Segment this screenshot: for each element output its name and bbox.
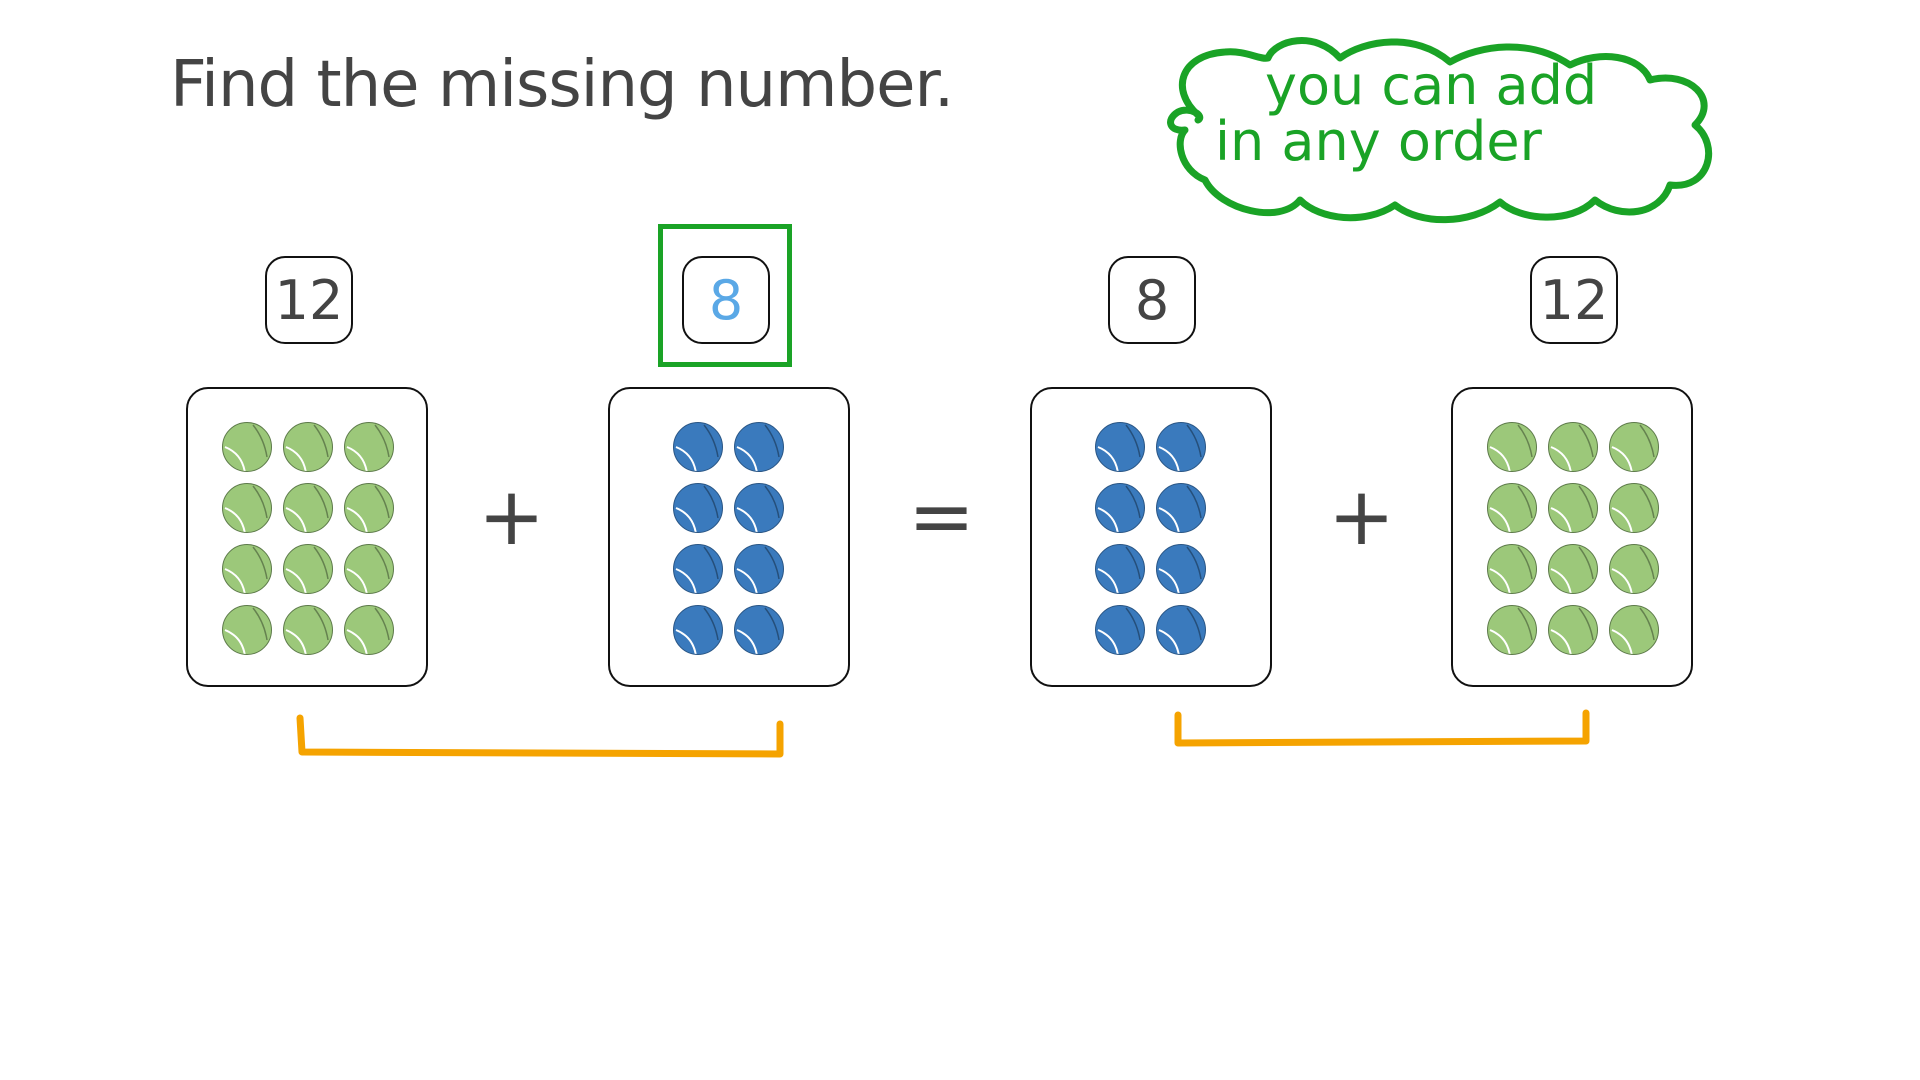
tennis-ball-icon (1609, 605, 1659, 655)
hint-line-2: in any order (1215, 110, 1542, 173)
tennis-ball-icon (1609, 544, 1659, 594)
tennis-ball-icon (344, 605, 394, 655)
tennis-ball-icon (734, 544, 784, 594)
term-4-label: 12 (1539, 268, 1609, 332)
tennis-ball-icon (283, 544, 333, 594)
tennis-ball-icon (673, 544, 723, 594)
tennis-ball-icon (283, 605, 333, 655)
tennis-ball-icon (734, 483, 784, 533)
hint-cloud: you can add in any order (1150, 20, 1720, 230)
tennis-ball-icon (283, 422, 333, 472)
term-1-label: 12 (274, 268, 344, 332)
ball-grid (1487, 422, 1659, 655)
plus-sign-2: + (1328, 470, 1396, 563)
term-4-card (1451, 387, 1693, 687)
tennis-ball-icon (344, 544, 394, 594)
tennis-ball-icon (1487, 422, 1537, 472)
equals-sign: = (908, 470, 976, 563)
tennis-ball-icon (283, 483, 333, 533)
tennis-ball-icon (1609, 483, 1659, 533)
tennis-ball-icon (1095, 544, 1145, 594)
tennis-ball-icon (1548, 422, 1598, 472)
cloud-outline-icon (1167, 37, 1713, 224)
term-3-number-box: 8 (1108, 256, 1196, 344)
page-title: Find the missing number. (170, 48, 954, 122)
term-4-number-box: 12 (1530, 256, 1618, 344)
tennis-ball-icon (344, 483, 394, 533)
term-2-card (608, 387, 850, 687)
hint-line-1: you can add (1265, 54, 1598, 117)
tennis-ball-icon (1095, 422, 1145, 472)
ball-grid (222, 422, 394, 655)
tennis-ball-icon (1548, 605, 1598, 655)
tennis-ball-icon (1156, 605, 1206, 655)
term-1-number-box: 12 (265, 256, 353, 344)
tennis-ball-icon (222, 422, 272, 472)
ball-grid (1095, 422, 1206, 655)
tennis-ball-icon (344, 422, 394, 472)
tennis-ball-icon (734, 605, 784, 655)
tennis-ball-icon (1156, 483, 1206, 533)
tennis-ball-icon (1487, 544, 1537, 594)
tennis-ball-icon (1156, 422, 1206, 472)
tennis-ball-icon (673, 422, 723, 472)
plus-sign-1: + (478, 470, 546, 563)
term-3-label: 8 (1134, 268, 1170, 332)
tennis-ball-icon (1156, 544, 1206, 594)
tennis-ball-icon (1487, 483, 1537, 533)
tennis-ball-icon (673, 483, 723, 533)
tennis-ball-icon (734, 422, 784, 472)
tennis-ball-icon (1548, 483, 1598, 533)
right-sum-bracket (1174, 709, 1590, 747)
term-1-card (186, 387, 428, 687)
tennis-ball-icon (1095, 605, 1145, 655)
tennis-ball-icon (1487, 605, 1537, 655)
term-3-card (1030, 387, 1272, 687)
tennis-ball-icon (1095, 483, 1145, 533)
tennis-ball-icon (1548, 544, 1598, 594)
tennis-ball-icon (1609, 422, 1659, 472)
missing-number-box[interactable]: 8 (682, 256, 770, 344)
tennis-ball-icon (222, 605, 272, 655)
answer-label: 8 (708, 268, 744, 332)
answer-highlight-frame (658, 224, 792, 367)
tennis-ball-icon (222, 483, 272, 533)
left-sum-bracket (296, 714, 784, 758)
ball-grid (673, 422, 784, 655)
tennis-ball-icon (222, 544, 272, 594)
tennis-ball-icon (673, 605, 723, 655)
